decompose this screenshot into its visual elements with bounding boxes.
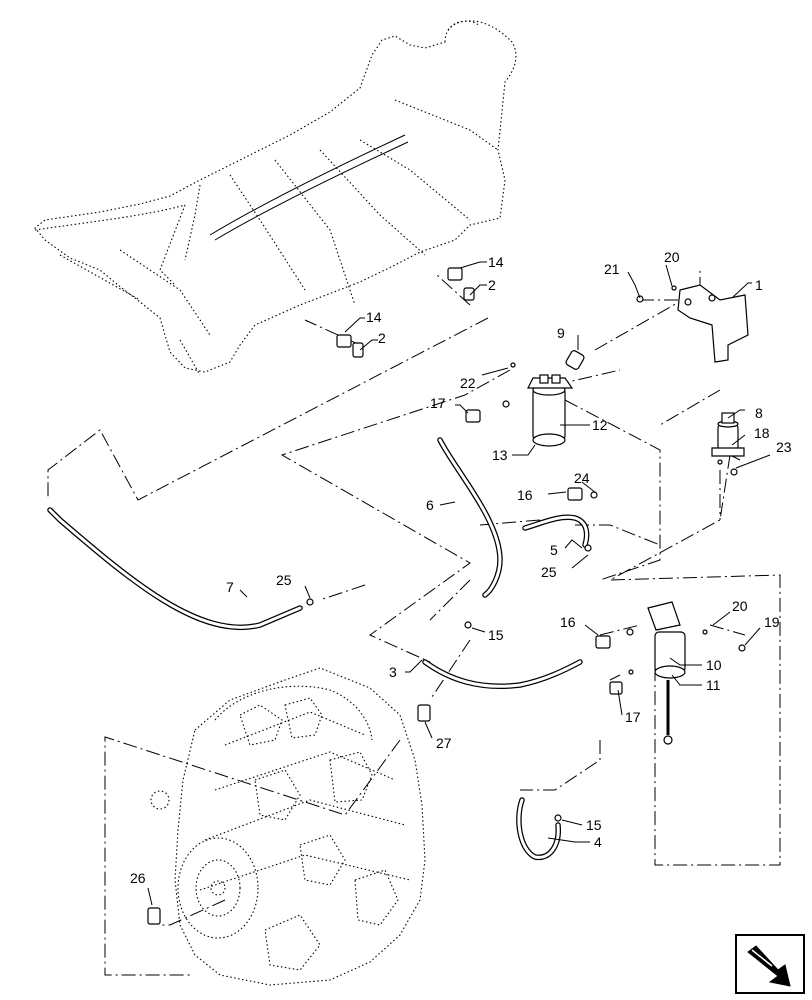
bracket-1 <box>677 284 749 363</box>
callout-18: 18 <box>754 425 770 441</box>
fitting-9 <box>565 350 585 370</box>
callout-16: 16 <box>517 487 533 503</box>
leader-lines <box>147 261 771 906</box>
callout-3: 3 <box>389 664 397 680</box>
callout-8: 8 <box>755 405 763 421</box>
fuel-pump-8 <box>711 412 745 457</box>
engine-outline <box>150 667 426 986</box>
callout-19: 19 <box>764 614 780 630</box>
fuel-line-5 <box>522 514 590 548</box>
callout-2: 2 <box>378 330 386 346</box>
callout-11: 11 <box>706 677 721 693</box>
callout-26: 26 <box>130 870 146 886</box>
callout-17: 17 <box>625 709 641 725</box>
callout-25: 25 <box>541 564 557 580</box>
callout-1: 1 <box>755 277 763 293</box>
callout-15: 15 <box>586 817 602 833</box>
callout-12: 12 <box>592 417 608 433</box>
callout-15: 15 <box>488 627 504 643</box>
callout-labels: 1 2 2 3 4 5 6 7 8 9 10 11 12 13 14 14 15… <box>130 249 792 886</box>
small-fittings <box>147 267 746 925</box>
callout-23: 23 <box>776 439 792 455</box>
fuel-line-3 <box>422 659 583 690</box>
callout-20: 20 <box>732 598 748 614</box>
fuel-tank-outline <box>34 20 517 376</box>
callout-13: 13 <box>492 447 508 463</box>
callout-24: 24 <box>574 470 590 486</box>
filter-head-13 <box>527 374 574 389</box>
callout-6: 6 <box>426 497 434 513</box>
fuel-line-6 <box>437 437 503 598</box>
fuel-line-4 <box>516 797 561 861</box>
callout-5: 5 <box>550 542 558 558</box>
callout-9: 9 <box>557 325 565 341</box>
callout-16: 16 <box>560 614 576 630</box>
fuel-filter-12 <box>532 384 566 447</box>
callout-20: 20 <box>664 249 680 265</box>
fuel-line-7 <box>47 507 303 631</box>
routing-lines <box>47 268 781 976</box>
callout-2: 2 <box>488 277 496 293</box>
callout-17: 17 <box>430 395 446 411</box>
callout-4: 4 <box>594 834 602 850</box>
callout-7: 7 <box>226 579 234 595</box>
next-page-arrow-icon[interactable] <box>735 934 805 994</box>
callout-22: 22 <box>460 375 476 391</box>
callout-21: 21 <box>604 261 620 277</box>
water-separator-10 <box>647 601 686 679</box>
sensor-lead-11 <box>663 680 673 745</box>
callout-25: 25 <box>276 572 292 588</box>
callout-27: 27 <box>436 735 452 751</box>
callout-14: 14 <box>488 254 504 270</box>
callout-14: 14 <box>366 309 382 325</box>
callout-10: 10 <box>706 657 722 673</box>
